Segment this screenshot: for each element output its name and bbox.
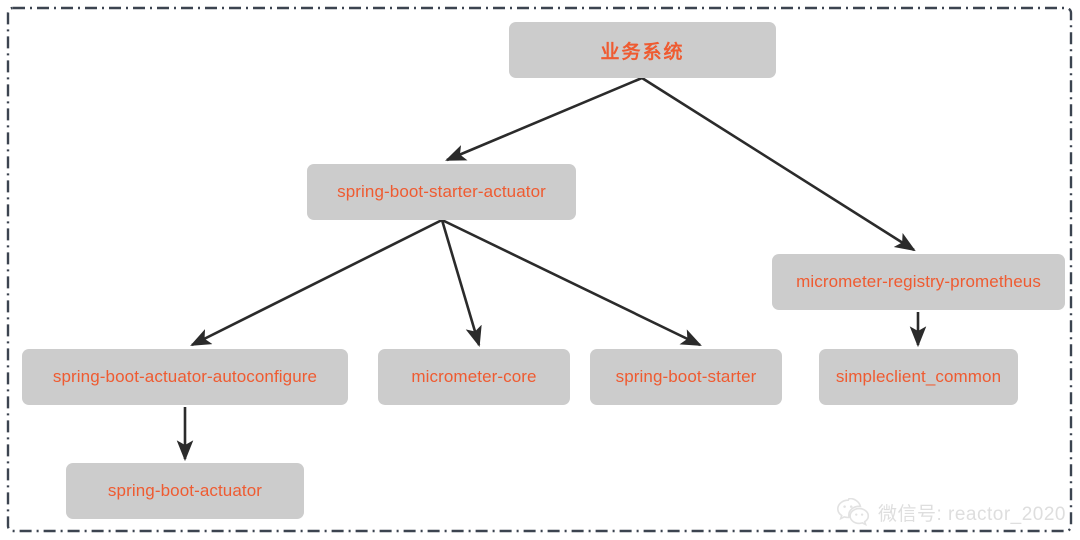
node-label: spring-boot-starter [615,367,757,386]
edge-spring-boot-starter-actuator-to-micrometer-core [440,219,482,347]
node-business-system[interactable]: 业务系统 [509,22,776,78]
node-label: spring-boot-starter-actuator [337,182,546,201]
node-simpleclient_common[interactable]: simpleclient_common [819,349,1018,405]
node-spring-boot-actuator[interactable]: spring-boot-actuator [66,463,304,519]
node-label: spring-boot-actuator [107,481,263,500]
node-spring-boot-starter-actuator[interactable]: spring-boot-starter-actuator [307,164,576,220]
frame-border [6,6,1073,533]
edge-business-system-to-spring-boot-starter-actuator [445,76,643,162]
watermark: 微信号: reactor_2020 [836,497,1066,527]
node-spring-boot-actuator-autoconfigure[interactable]: spring-boot-actuator-autoconfigure [22,349,348,405]
watermark-text: 微信号: reactor_2020 [877,503,1066,525]
node-micrometer-registry-prometheus[interactable]: micrometer-registry-prometheus [772,254,1065,310]
node-label: spring-boot-actuator-autoconfigure [52,367,318,386]
node-micrometer-core[interactable]: micrometer-core [378,349,570,405]
node-label: simpleclient_common [835,367,1002,386]
node-label: 业务系统 [600,41,685,63]
node-spring-boot-starter[interactable]: spring-boot-starter [590,349,782,405]
edge-business-system-to-micrometer-registry-prometheus [641,76,916,252]
node-label: micrometer-core [411,367,537,386]
node-label: micrometer-registry-prometheus [796,272,1041,291]
wechat-icon [836,497,870,527]
edge-spring-boot-starter-actuator-to-spring-boot-starter [441,218,702,347]
edge-spring-boot-starter-actuator-to-spring-boot-actuator-autoconfigure [190,218,443,347]
